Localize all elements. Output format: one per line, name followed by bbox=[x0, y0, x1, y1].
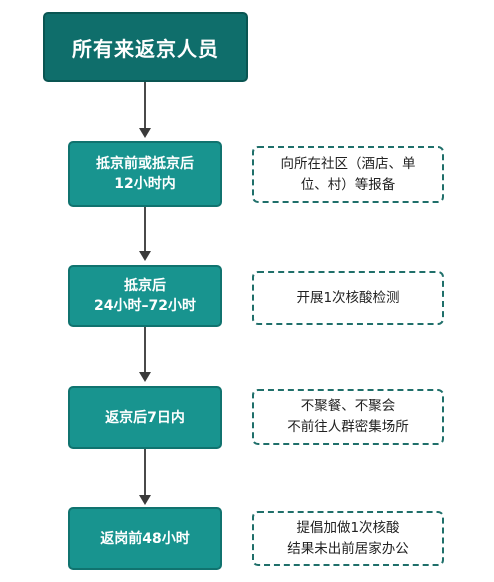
step-3-note-line1: 不聚餐、不聚会 bbox=[300, 398, 396, 414]
step-1-note: 向所在社区（酒店、单 位、村）等报备 bbox=[252, 146, 444, 203]
step-3-note-line2: 不前往人群密集场所 bbox=[287, 419, 409, 435]
arrow-2-head bbox=[139, 251, 151, 261]
step-1-line2: 12小时内 bbox=[114, 176, 176, 192]
arrow-4-head bbox=[139, 495, 151, 505]
step-4-note-line2: 结果未出前居家办公 bbox=[287, 540, 409, 557]
arrow-4-line bbox=[144, 449, 146, 495]
step-1-note-line1: 向所在社区（酒店、单 bbox=[280, 155, 416, 172]
step-4-box: 返岗前48小时 bbox=[68, 507, 222, 570]
arrow-2-line bbox=[144, 207, 146, 251]
step-2-note-line1: 开展1次核酸检测 bbox=[296, 289, 400, 306]
step-1-line1: 抵京前或抵京后 bbox=[96, 156, 194, 172]
step-2-note: 开展1次核酸检测 bbox=[252, 271, 444, 325]
step-2-line2: 24小时–72小时 bbox=[94, 298, 196, 314]
arrow-3-line bbox=[144, 327, 146, 372]
arrow-1-head bbox=[139, 128, 151, 138]
step-3-box: 返京后7日内 bbox=[68, 386, 222, 449]
step-1-note-line2: 位、村）等报备 bbox=[300, 176, 396, 193]
arrow-1-line bbox=[144, 82, 146, 128]
start-node: 所有来返京人员 bbox=[43, 12, 248, 82]
step-4-note: 提倡加做1次核酸 结果未出前居家办公 bbox=[252, 511, 444, 566]
step-4-line1: 返岗前48小时 bbox=[100, 530, 190, 547]
step-1-box: 抵京前或抵京后 12小时内 bbox=[68, 141, 222, 207]
step-3-line1: 返京后7日内 bbox=[105, 409, 185, 426]
step-4-note-line1: 提倡加做1次核酸 bbox=[296, 519, 400, 536]
step-2-box: 抵京后 24小时–72小时 bbox=[68, 265, 222, 327]
arrow-3-head bbox=[139, 372, 151, 382]
start-node-label: 所有来返京人员 bbox=[72, 36, 219, 61]
step-2-line1: 抵京后 bbox=[124, 278, 166, 294]
step-3-note: 不聚餐、不聚会 不前往人群密集场所 bbox=[252, 389, 444, 445]
